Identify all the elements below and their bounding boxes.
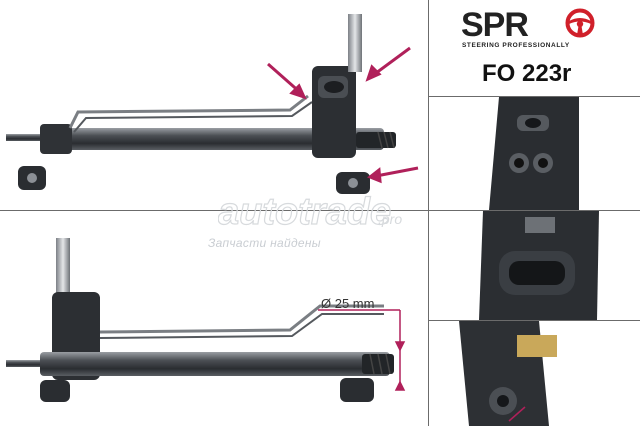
diameter-dimension [318, 309, 406, 391]
detail-photo-shaft [429, 321, 640, 426]
steering-rack-photo-top [6, 14, 419, 194]
brand-cell: SPR STEERING PROFESSIONALLY FO 223r [429, 0, 640, 96]
brand-logo: SPR [461, 6, 529, 44]
watermark-logo: autotrade .pro [218, 190, 402, 233]
brand-tagline: STEERING PROFESSIONALLY [462, 42, 570, 49]
steering-rack-photo-bottom [6, 238, 406, 402]
row-divider-right-3 [428, 320, 640, 321]
callout-arrows [267, 46, 419, 184]
row-divider-right-1 [428, 96, 640, 97]
row-divider-left [0, 210, 428, 211]
detail-photo-connector [429, 211, 640, 320]
detail-photo-ports [429, 97, 640, 210]
svg-text:autotrade: autotrade [218, 191, 391, 233]
watermark-caption: Запчасти найдены [208, 236, 321, 250]
steering-wheel-icon [565, 8, 595, 38]
row-divider-right-2 [428, 210, 640, 211]
diameter-label: Ø 25 mm [321, 296, 375, 311]
svg-text:.pro: .pro [378, 211, 402, 227]
part-number: FO 223r [482, 60, 572, 87]
column-divider [428, 0, 429, 426]
